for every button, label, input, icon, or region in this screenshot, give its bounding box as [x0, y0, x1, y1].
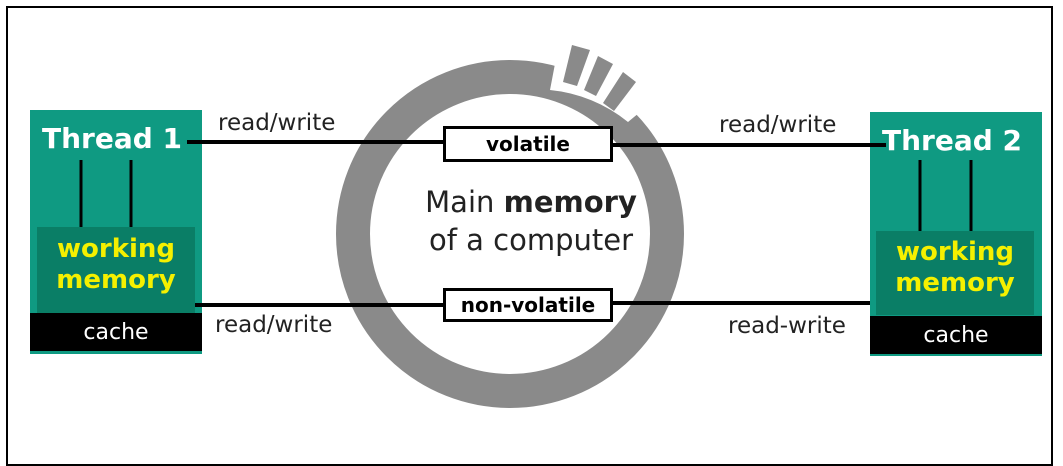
thread2-wm-line1: working — [895, 237, 1015, 267]
memory-ring — [336, 60, 684, 408]
thread1-wm-line1: working — [56, 234, 176, 264]
main-memory-line2: of a computer — [428, 223, 634, 257]
thread2-wm-line2: memory — [895, 268, 1015, 298]
main-memory-word: Main — [425, 185, 504, 219]
thread1-title: Thread 1 — [42, 122, 182, 155]
thread2-cache-bar — [870, 316, 1042, 354]
read-write-label-bottom-right: read-write — [728, 313, 846, 339]
thread2-title: Thread 2 — [882, 124, 1022, 157]
thread2-working-memory — [876, 231, 1034, 315]
ring-segment-1 — [563, 45, 590, 86]
memory-bold-word: memory — [503, 185, 637, 219]
thread1-cache-bar — [30, 313, 202, 351]
read-write-label-top-right: read/write — [719, 112, 837, 138]
thread1-working-memory — [37, 227, 195, 313]
read-write-label-bottom-left: read/write — [215, 312, 333, 338]
nonvolatile-box: non-volatile — [443, 288, 613, 322]
ring-segment-3 — [603, 72, 636, 111]
diagram-graphics — [30, 45, 1042, 408]
thread1-working-memory-label: working memory — [37, 234, 195, 296]
thread1-wm-line2: memory — [56, 265, 176, 295]
thread1-cache-label: cache — [83, 320, 149, 345]
thread2-working-memory-label: working memory — [876, 237, 1034, 299]
read-write-label-top-left: read/write — [218, 110, 336, 136]
main-memory-line1: Main memory — [400, 183, 662, 221]
main-memory-label: Main memory of a computer — [400, 183, 662, 259]
ring-segment-2 — [584, 56, 613, 96]
thread2-cache-label: cache — [923, 323, 989, 348]
volatile-box: volatile — [443, 126, 613, 162]
